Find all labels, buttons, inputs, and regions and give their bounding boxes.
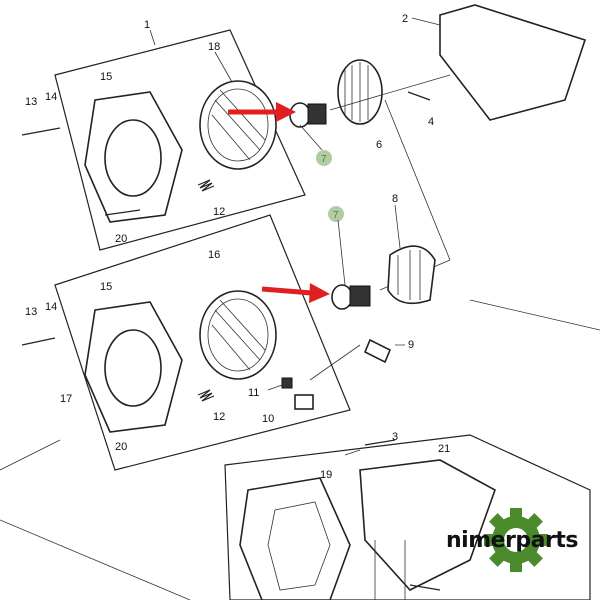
upper-assembly-box — [54, 29, 306, 251]
callout: 19 — [320, 469, 332, 481]
bottom-assembly-box — [224, 434, 591, 600]
callout: 13 — [25, 306, 37, 318]
lamp-unit-lower — [199, 290, 277, 380]
wire — [309, 344, 361, 381]
callout: 9 — [408, 339, 414, 351]
callout: 14 — [45, 91, 57, 103]
bulb-upper — [289, 102, 327, 128]
bolt-4 — [407, 91, 431, 101]
housing-2 — [439, 4, 587, 121]
callout: 4 — [428, 116, 434, 128]
callout: 10 — [262, 413, 274, 425]
callout: 12 — [213, 206, 225, 218]
watermark-text: nimerparts — [446, 528, 578, 553]
bulb-lower — [331, 284, 371, 310]
bottom-lines — [374, 540, 406, 600]
callout: 12 — [213, 411, 225, 423]
callout: 11 — [248, 387, 259, 399]
socket-11 — [281, 377, 293, 389]
callout: 7 — [321, 154, 327, 165]
callout: 13 — [25, 96, 37, 108]
reflector-8 — [387, 245, 436, 305]
callout: 2 — [402, 13, 408, 25]
callout: 15 — [100, 71, 112, 83]
bottom-screws — [364, 439, 441, 591]
callout: 20 — [115, 441, 127, 453]
callout: 6 — [376, 139, 382, 151]
socket-housing-6 — [337, 59, 383, 125]
housing-21 — [359, 459, 496, 591]
frame-line — [0, 299, 600, 600]
lower-assembly-box — [54, 214, 351, 471]
marker-7-lower — [328, 206, 344, 222]
highlight-arrow-upper — [228, 102, 296, 122]
lamp-unit-upper — [199, 80, 277, 170]
highlight-arrow-lower — [261, 283, 330, 303]
gasket-19 — [239, 477, 351, 600]
callout: 1 — [144, 19, 150, 31]
callout: 3 — [392, 431, 398, 443]
connector-9 — [363, 338, 392, 364]
callout: 21 — [438, 443, 450, 455]
callout: 14 — [45, 301, 57, 313]
gasket-upper — [84, 91, 183, 223]
callout: 15 — [100, 281, 112, 293]
callout: 20 — [115, 233, 127, 245]
callout: 17 — [60, 393, 72, 405]
marker-7-upper — [316, 150, 332, 166]
callout: 18 — [208, 41, 220, 53]
screws — [21, 127, 141, 421]
connector-10 — [294, 394, 314, 410]
callout: 7 — [333, 210, 339, 221]
spring-lower — [197, 389, 215, 402]
callout: 16 — [208, 249, 220, 261]
spring-upper — [197, 179, 215, 192]
gasket-lower — [84, 301, 183, 433]
callout: 8 — [392, 193, 398, 205]
